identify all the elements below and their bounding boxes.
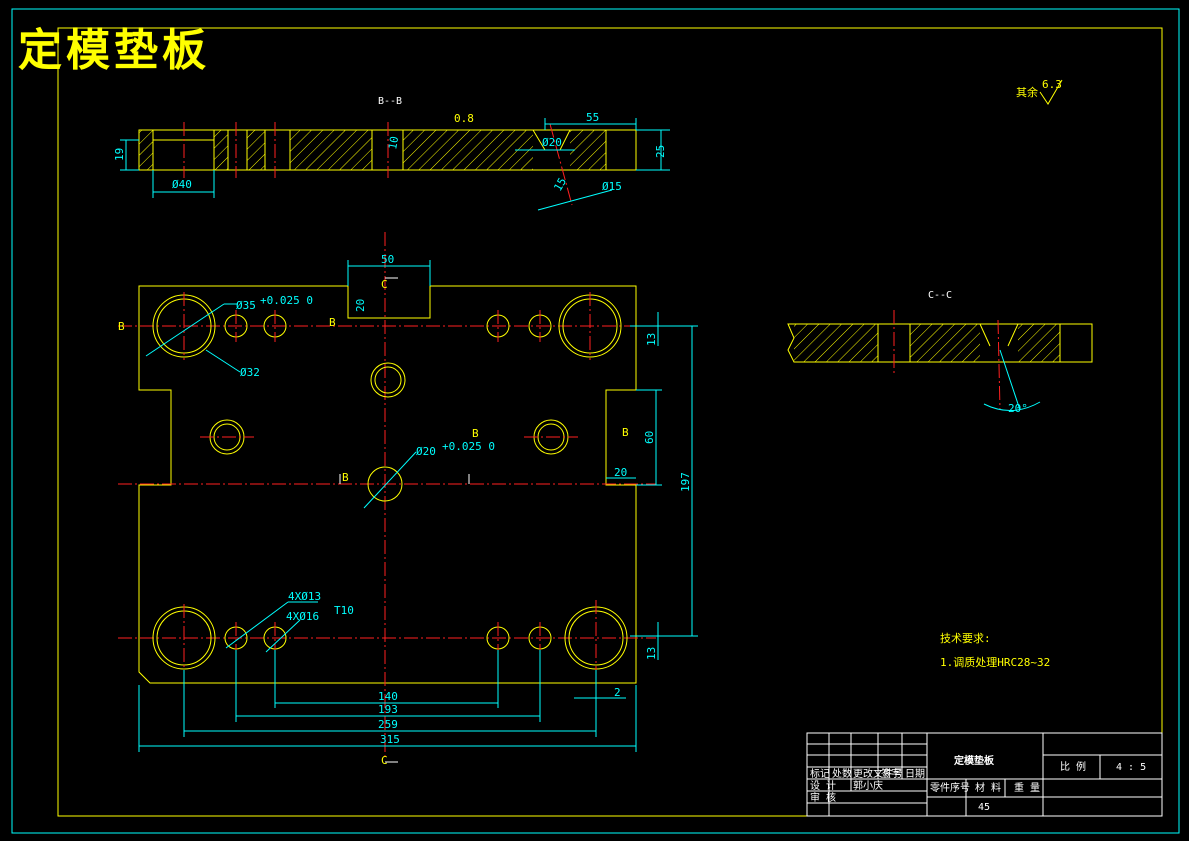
tb-scale-value: 4 : 5 (1116, 762, 1146, 773)
tb-row-label-2: 更改文件号 (853, 767, 903, 780)
cut-mark-c1: C (381, 278, 388, 291)
dim-w20: 20 (614, 466, 627, 479)
dim-d32: Ø32 (240, 366, 260, 379)
dim-h197: 197 (679, 472, 692, 492)
section-cc-label: C--C (928, 290, 952, 301)
dim-4xd16: 4XØ16 (286, 610, 319, 623)
cut-mark-b5: B (342, 471, 349, 484)
cut-mark-b2: B (329, 316, 336, 329)
cut-mark-b4: B (622, 426, 629, 439)
plan-view: B B B B B C C 50 20 Ø35 +0.025 0 Ø32 Ø20… (118, 232, 698, 767)
tb-material-value: 45 (978, 802, 990, 813)
dim-d35-tol: +0.025 0 (260, 294, 313, 307)
tb-reviewer-label: 审 核 (810, 791, 836, 804)
inner-border (57, 27, 1163, 817)
roughness-small: 0.8 (454, 112, 474, 125)
dim-d20-tol: +0.025 0 (442, 440, 495, 453)
dim-bb-d40: Ø40 (172, 178, 192, 191)
dim-bb-h25: 25 (654, 145, 667, 158)
tb-weight-label: 重 量 (1014, 781, 1040, 794)
dim-h13a: 13 (645, 333, 658, 346)
dim-bb-w55: 55 (586, 111, 599, 124)
title-block: 定模垫板 比 例 4 : 5 标记 处数 更改文件号 签字 日期 设 计 郭小庆… (806, 732, 1163, 817)
tb-designer-name: 郭小庆 (853, 779, 883, 792)
dim-w2: 2 (614, 686, 621, 699)
tb-scale-label: 比 例 (1060, 760, 1086, 773)
drawing-title: 定模垫板 (18, 25, 210, 76)
dim-h13b: 13 (645, 647, 658, 660)
section-cc-view: C--C 20° (787, 290, 1093, 415)
tb-row-label-1: 处数 (832, 767, 852, 780)
dim-cc-angle: 20° (1008, 402, 1028, 415)
dim-w259: 259 (378, 718, 398, 731)
dim-bb-d20: Ø20 (542, 136, 562, 149)
dim-bb-15: 15 (551, 176, 569, 194)
roughness-note: 其余 (1016, 85, 1038, 99)
tech-requirements: 技术要求: 1.调质处理HRC28~32 (940, 632, 1050, 669)
cut-mark-b1: B (118, 320, 125, 333)
dim-bb-10: 10 (386, 135, 401, 150)
tb-part-name: 定模垫板 (954, 754, 995, 767)
dim-h20: 20 (354, 299, 367, 312)
tech-item1: 1.调质处理HRC28~32 (940, 656, 1050, 669)
dim-d20: Ø20 (416, 445, 436, 458)
section-bb-view: B--B 19 Ø40 55 (113, 96, 670, 211)
dim-bb-h19: 19 (113, 148, 126, 161)
section-bb-label: B--B (378, 96, 402, 107)
roughness-symbol: 其余 6.3 (1016, 78, 1063, 105)
dim-bb-d15: Ø15 (602, 180, 622, 193)
dim-w193: 193 (378, 703, 398, 716)
tb-designer-label: 设 计 (810, 779, 836, 792)
cut-mark-b3: B (472, 427, 479, 440)
dim-d16-tol: T10 (334, 604, 354, 617)
tb-row-label-4: 日期 (905, 768, 925, 780)
dim-w315: 315 (380, 733, 400, 746)
dim-w140: 140 (378, 690, 398, 703)
tb-row-label-0: 标记 (810, 768, 830, 780)
dim-d35: Ø35 (236, 299, 256, 312)
tb-part-no-label: 零件序号 (930, 781, 970, 794)
dim-w50: 50 (381, 253, 394, 266)
dim-h60: 60 (643, 431, 656, 444)
cut-mark-c2: C (381, 754, 388, 767)
outer-border (11, 8, 1180, 834)
tb-material-label: 材 料 (975, 781, 1001, 794)
tb-row-label-3: 签字 (881, 767, 901, 780)
tech-heading: 技术要求: (940, 632, 991, 645)
dim-4xd13: 4XØ13 (288, 590, 321, 603)
